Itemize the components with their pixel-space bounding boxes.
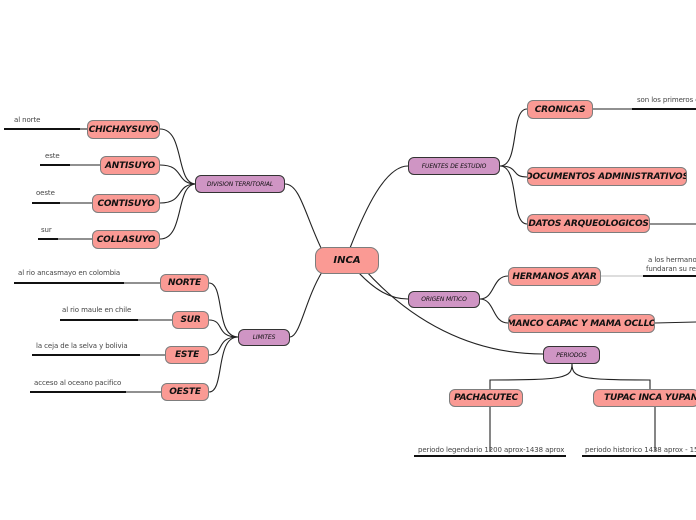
node-antisuyo[interactable]: ANTISUYO (100, 156, 160, 175)
edge-limites-sur (208, 319, 239, 338)
note-underline-antisuyo (40, 164, 70, 166)
node-tupac-inca-yupanqui[interactable]: TUPAC INCA YUPANQUI (593, 389, 696, 407)
node-pachacutec[interactable]: PACHACUTEC (449, 389, 523, 407)
note-contisuyo: oeste (36, 189, 55, 197)
edge-origen-manco (479, 298, 509, 324)
edge-fuentes-cronicas (499, 108, 528, 167)
note-chichaysuyo: al norte (14, 116, 41, 124)
branch-fuentes-de-estudio[interactable]: FUENTES DE ESTUDIO (408, 157, 500, 175)
edge-origen-hermanos (479, 275, 509, 300)
note-antisuyo: este (45, 152, 60, 160)
note-tupac-inca-yupanqui: periodo historico 1438 aprox - 15 (585, 446, 696, 454)
edge-inca-origen (357, 271, 409, 300)
node-norte[interactable]: NORTE (160, 274, 209, 292)
node-collasuyo[interactable]: COLLASUYO (92, 230, 160, 249)
node-contisuyo[interactable]: CONTISUYO (92, 194, 160, 213)
note-underline-norte (14, 282, 124, 284)
note-sur: al rio maule en chile (62, 306, 132, 314)
note-norte: al rio ancasmayo en colombia (18, 269, 121, 277)
note-hermanos-ayar-line2: fundaran su re (646, 265, 696, 273)
edge-periodos-pachacutec (489, 363, 573, 389)
note-pachacutec: periodo legendario 1200 aprox-1438 aprox (418, 446, 565, 454)
node-manco-capac-y-mama-ocllo[interactable]: MANCO CAPAC Y MAMA OCLLO (508, 314, 655, 333)
note-underline-hermanos-ayar (643, 275, 696, 277)
note-collasuyo: sur (41, 226, 52, 234)
node-chichaysuyo[interactable]: CHICHAYSUYO (87, 120, 160, 139)
node-oeste[interactable]: OESTE (161, 383, 209, 401)
note-underline-contisuyo (32, 202, 60, 204)
edge-manco-link (654, 321, 696, 324)
note-hermanos-ayar-line1: a los hermano (648, 256, 696, 264)
note-underline-collasuyo (38, 238, 58, 240)
note-underline-chichaysuyo (4, 128, 80, 130)
node-cronicas[interactable]: CRONICAS (527, 100, 593, 119)
edge-division-collasuyo (159, 183, 197, 240)
note-underline-cronicas (632, 108, 696, 110)
note-underline-pachacutec (414, 455, 566, 457)
edge-fuentes-datos (499, 165, 528, 225)
note-underline-oeste (30, 391, 126, 393)
edge-division-contisuyo (159, 183, 197, 204)
edge-inca-periodos (364, 269, 544, 355)
edge-periodos-tupac (571, 363, 651, 389)
edge-inca-division (284, 183, 323, 251)
note-underline-tupac-inca-yupanqui (582, 455, 696, 457)
edge-limites-norte (208, 282, 239, 338)
note-oeste: acceso al oceano pacifico (34, 379, 122, 387)
edge-inca-fuentes (349, 165, 409, 249)
node-este[interactable]: ESTE (165, 346, 209, 364)
branch-division-territorial[interactable]: DIVISION TERRITORIAL (195, 175, 285, 193)
note-underline-sur (60, 319, 138, 321)
branch-periodos[interactable]: PERIODOS (543, 346, 600, 364)
branch-origen-mitico[interactable]: ORIGEN MITICO (408, 291, 480, 308)
edge-fuentes-documentos (499, 165, 528, 178)
edge-inca-limites (289, 271, 323, 338)
note-este: la ceja de la selva y bolivia (36, 342, 128, 350)
branch-limites[interactable]: LIMITES (238, 329, 290, 346)
central-node-inca[interactable]: INCA (315, 247, 379, 274)
node-sur[interactable]: SUR (172, 311, 209, 329)
node-hermanos-ayar[interactable]: HERMANOS AYAR (508, 267, 601, 286)
edge-division-antisuyo (159, 164, 197, 185)
edge-limites-oeste (208, 336, 239, 393)
node-datos-arqueologicos[interactable]: DATOS ARQUEOLOGICOS (527, 214, 650, 233)
node-documentos-administrativos[interactable]: DOCUMENTOS ADMINISTRATIVOS (527, 167, 687, 186)
note-cronicas: son los primeros c (637, 96, 696, 104)
edge-division-chichaysuyo (159, 128, 197, 185)
note-underline-este (32, 354, 140, 356)
